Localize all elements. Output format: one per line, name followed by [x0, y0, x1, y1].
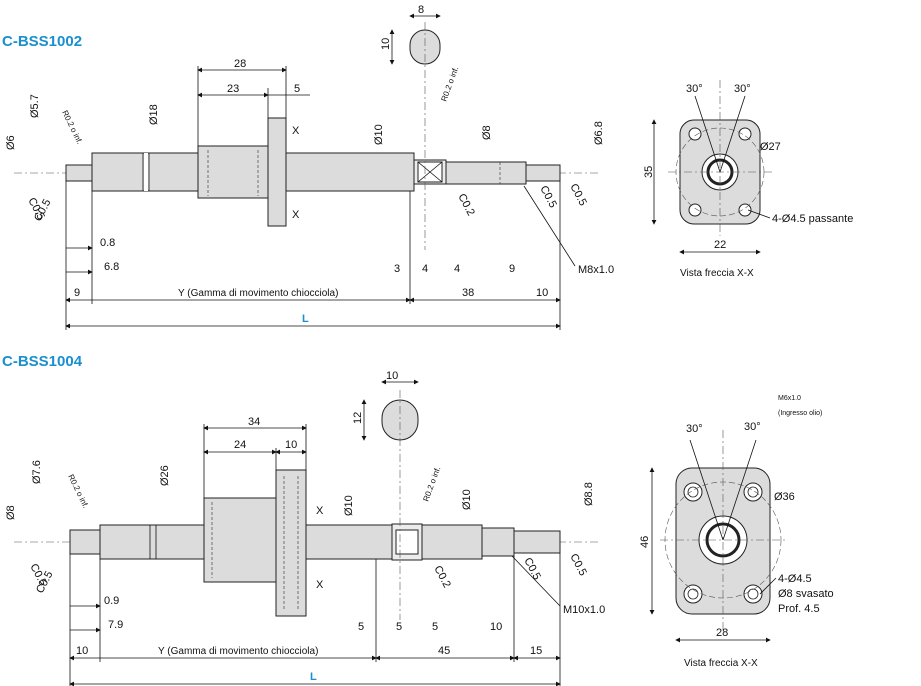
dim-d8: Ø8 [5, 505, 17, 520]
view-width: 28 [716, 627, 728, 639]
dim-28: 28 [234, 58, 246, 70]
thread-label: M8x1.0 [578, 264, 614, 276]
total-length-label: L [302, 313, 309, 325]
arrow-view-x-x-1: 30° 30° Ø27 35 22 4-Ø4.5 passante Vista … [643, 80, 853, 279]
x-mark-top: X [316, 505, 324, 517]
dim-7-9: 7.9 [108, 619, 123, 631]
oil-port-note: (Ingresso olio) [778, 410, 822, 417]
x-mark-bottom: X [292, 209, 300, 221]
dim-d26: Ø26 [159, 465, 171, 486]
dim-r02: R0.2 o inf. [60, 109, 84, 146]
dim-d8: Ø8 [481, 125, 493, 140]
view-caption: Vista freccia X-X [680, 268, 754, 279]
dim-38: 38 [462, 287, 474, 299]
y-range-label: Y (Gamma di movimento chiocciola) [178, 288, 338, 299]
x-mark-bottom: X [316, 579, 324, 591]
dim-d8-8: Ø8.8 [583, 482, 595, 506]
hole-spec-1: 4-Ø4.5 [778, 573, 812, 585]
view-caption: Vista freccia X-X [684, 658, 758, 669]
dim-d6: Ø6 [5, 135, 17, 150]
section-width-label: 8 [418, 4, 424, 16]
dim-6-8: 6.8 [104, 261, 119, 273]
dim-d10: Ø10 [343, 495, 355, 516]
dim-0-9: 0.9 [104, 595, 119, 607]
view-width: 22 [714, 239, 726, 251]
view-height: 35 [643, 166, 655, 178]
dim-10b: 10 [490, 621, 502, 633]
screw-shaft [69, 469, 561, 617]
dim-9b: 9 [509, 263, 515, 275]
pitch-diameter: Ø27 [760, 141, 781, 153]
dim-5c: 5 [432, 621, 438, 633]
dim-15: 15 [530, 645, 542, 657]
flat-section-view: 10 12 [352, 370, 419, 620]
oil-port-label: M6x1.0 [778, 395, 801, 402]
total-length-label: L [310, 671, 317, 683]
screw-shaft [65, 117, 561, 227]
dim-r02-b: R0.2 o inf. [421, 465, 442, 502]
dim-34: 34 [248, 416, 260, 428]
dim-3: 3 [394, 263, 400, 275]
drawing-c-bss1002: C-BSS1002 8 [2, 4, 853, 330]
dim-5: 5 [294, 83, 300, 95]
dim-d6-8: Ø6.8 [593, 121, 605, 145]
dim-d5-7: Ø5.7 [29, 94, 41, 118]
dim-c05-c: C0.5 [537, 184, 559, 210]
hole-spec-3: Prof. 4.5 [778, 603, 820, 615]
dim-c05-d: C0.5 [567, 552, 589, 578]
dim-r02-b: R0.2 o inf. [439, 65, 460, 102]
hole-spec-2: Ø8 svasato [778, 588, 834, 600]
dim-r02: R0.2 o inf. [66, 473, 90, 510]
x-mark-top: X [292, 125, 300, 137]
nut-flange [267, 117, 287, 227]
dim-45: 45 [438, 645, 450, 657]
dim-c02: C0.2 [455, 192, 477, 218]
dim-d7-6: Ø7.6 [31, 460, 43, 484]
y-range-label: Y (Gamma di movimento chiocciola) [158, 646, 318, 657]
dim-10: 10 [285, 439, 297, 451]
section-width-label: 10 [386, 370, 398, 382]
view-height: 46 [639, 536, 651, 548]
dim-24: 24 [234, 439, 246, 451]
dim-9: 9 [74, 287, 80, 299]
drawing-title: C-BSS1004 [2, 353, 83, 370]
dim-d10b: Ø10 [461, 489, 473, 510]
dim-5b: 5 [396, 621, 402, 633]
drawing-title: C-BSS1002 [2, 33, 82, 50]
flat-section-view: 8 10 [380, 4, 441, 250]
hole-spec: 4-Ø4.5 passante [772, 213, 853, 225]
angle-a: 30° [686, 83, 703, 95]
angle-b: 30° [744, 421, 761, 433]
angle-a: 30° [686, 423, 703, 435]
section-height-label: 10 [380, 38, 392, 50]
dim-10c: 10 [76, 645, 88, 657]
nut-flange [275, 469, 307, 617]
pitch-diameter: Ø36 [774, 491, 795, 503]
dim-5a: 5 [358, 621, 364, 633]
arrow-view-x-x-2: 30° 30° M6x1.0 (Ingresso olio) Ø36 46 28… [639, 395, 834, 669]
dim-c02: C0.2 [431, 564, 453, 590]
dim-4b: 4 [454, 263, 460, 275]
drawing-c-bss1004: C-BSS1004 10 12 3 [2, 353, 834, 686]
section-height-label: 12 [352, 412, 364, 424]
dim-0-8: 0.8 [100, 237, 115, 249]
dim-10: 10 [536, 287, 548, 299]
dim-4a: 4 [422, 263, 428, 275]
dim-c05-d: C0.5 [567, 182, 589, 208]
dim-d18: Ø18 [148, 104, 160, 125]
dim-d10: Ø10 [373, 124, 385, 145]
thread-label: M10x1.0 [563, 604, 605, 616]
dim-23: 23 [227, 83, 239, 95]
angle-b: 30° [734, 83, 751, 95]
